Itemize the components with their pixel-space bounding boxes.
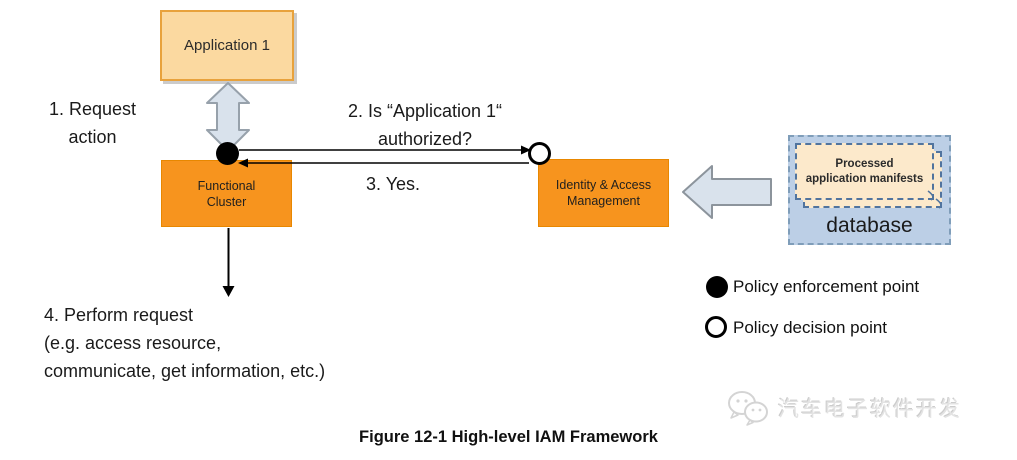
step4-label: 4. Perform request (e.g. access resource… — [44, 305, 326, 381]
watermark-text: 汽车电子软件开发 — [778, 398, 962, 421]
policy-decision-point-marker — [528, 142, 551, 165]
legend-decision-label: Policy decision point — [733, 318, 888, 337]
database-label: database — [826, 214, 913, 237]
policy-enforcement-point-marker — [216, 142, 239, 165]
watermark: 汽车电子软件开发 — [722, 388, 962, 428]
application1-box: Application 1 — [160, 10, 294, 81]
open-circle-icon — [705, 316, 727, 338]
perform-arrowhead — [222, 286, 235, 297]
wechat-logo-icon — [728, 391, 768, 426]
manifest-card-front: Processed application manifests — [795, 143, 934, 200]
app-fc-double-arrow — [206, 82, 250, 152]
db-to-iam-block-arrow — [682, 165, 772, 219]
legend-enforcement-label: Policy enforcement point — [733, 277, 920, 296]
figure-caption: Figure 12-1 High-level IAM Framework — [359, 428, 658, 446]
functional-cluster-box: Functional Cluster — [161, 160, 292, 227]
step2-label: 2. Is “Application 1“ authorized? — [347, 101, 503, 149]
step1-label: 1. Request action — [48, 99, 137, 147]
step3-label: 3. Yes. — [366, 174, 421, 194]
application1-label: Application 1 — [184, 37, 270, 54]
functional-cluster-label: Functional Cluster — [197, 178, 256, 209]
iam-label: Identity & Access Management — [555, 178, 652, 208]
manifests-label: Processed application manifests — [805, 157, 924, 185]
filled-circle-icon — [706, 276, 728, 298]
iam-box: Identity & Access Management — [538, 159, 669, 227]
